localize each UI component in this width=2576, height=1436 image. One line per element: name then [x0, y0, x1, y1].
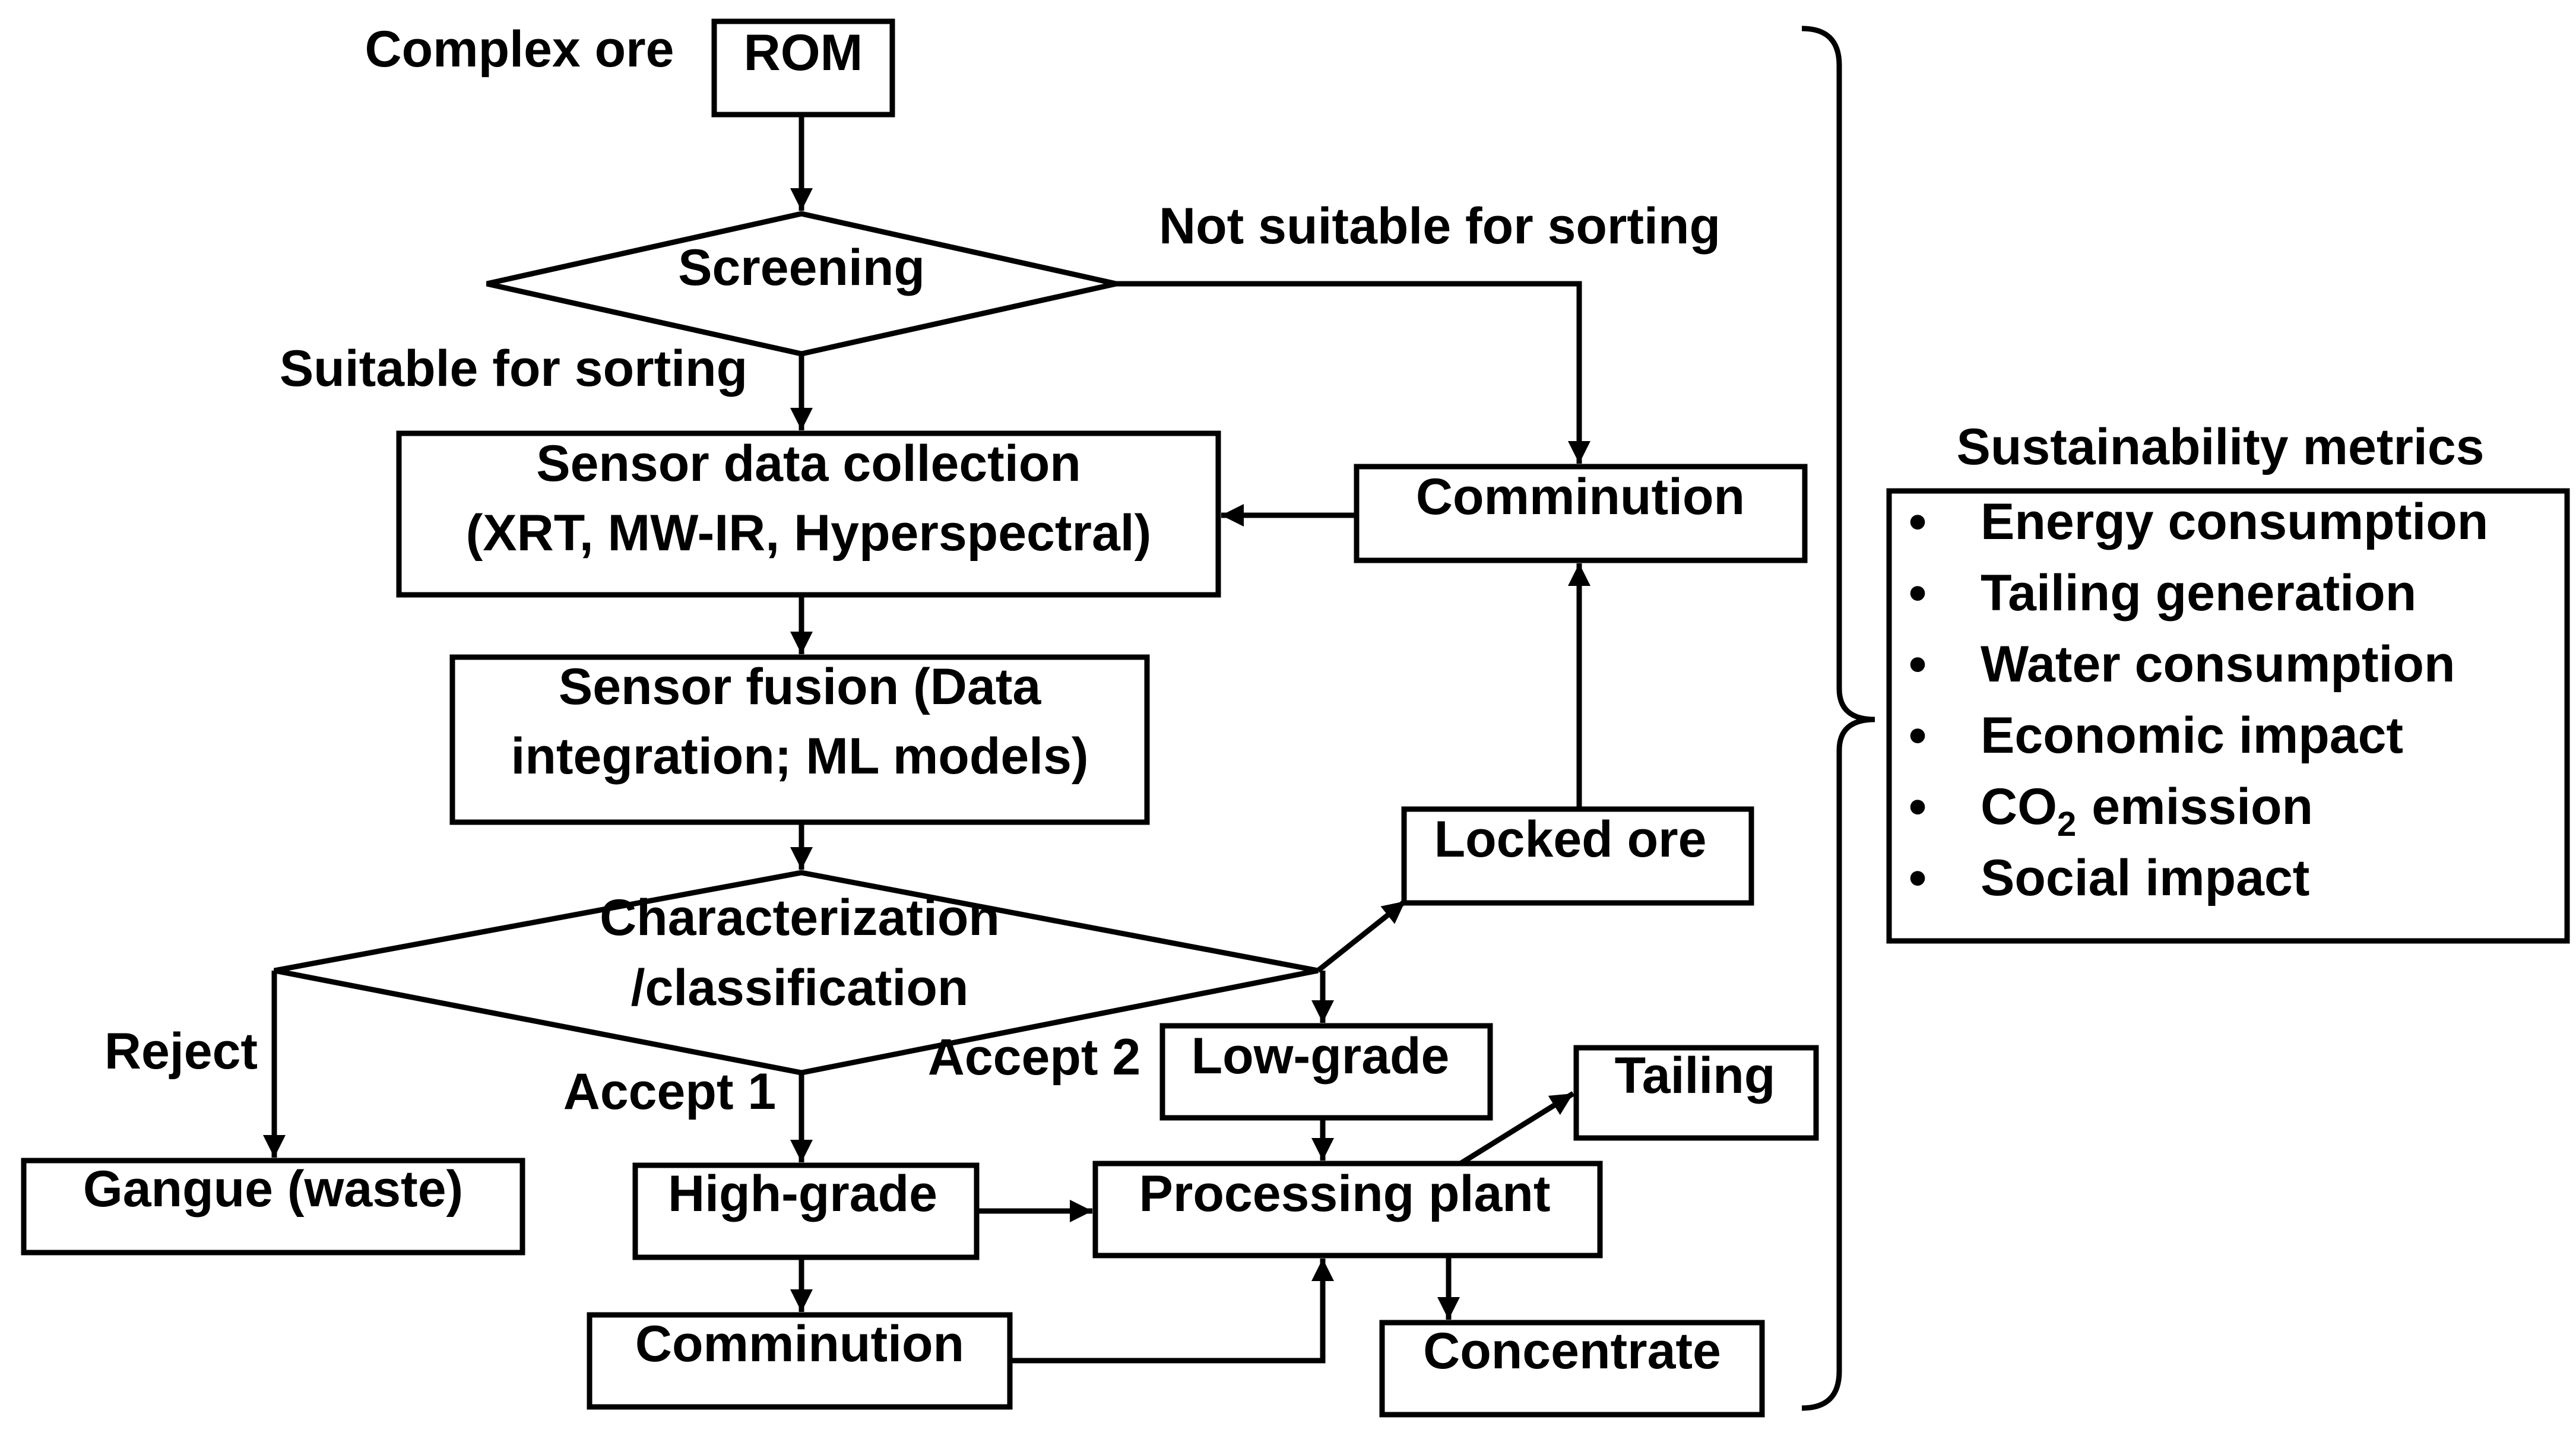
- comminution-bottom-box: [587, 1312, 1013, 1410]
- concentrate-label: Concentrate: [1423, 1323, 1721, 1380]
- connectors: [263, 115, 1590, 1364]
- sensor-fusion-label-1: Sensor fusion (Data: [559, 658, 1042, 715]
- accept1-label: Accept 1: [563, 1063, 777, 1120]
- arrow-characterization-to-locked-ore: [1316, 899, 1407, 973]
- locked-ore-label: Locked ore: [1434, 811, 1707, 868]
- characterization-label-2: /classification: [631, 959, 969, 1016]
- co2-suffix: emission: [2092, 778, 2313, 835]
- metric-bullet: •: [1909, 493, 1927, 550]
- locked-ore-box: [1401, 806, 1754, 906]
- metric-bullet: •: [1909, 565, 1927, 622]
- co2-base: CO: [1981, 778, 2057, 835]
- comminution-top-label: Comminution: [1416, 468, 1745, 525]
- processing-plant-label: Processing plant: [1139, 1165, 1551, 1222]
- sensor-fusion-label-2: integration; ML models): [511, 728, 1088, 785]
- arrow-screening-to-comminution: [1116, 281, 1590, 464]
- concentrate-box: [1379, 1320, 1765, 1418]
- tailing-label: Tailing: [1615, 1047, 1776, 1104]
- not-suitable-label: Not suitable for sorting: [1159, 198, 1720, 255]
- metric-energy: Energy consumption: [1981, 493, 2488, 550]
- metric-bullet: •: [1909, 636, 1927, 693]
- co2-subscript: 2: [2057, 805, 2076, 844]
- metric-economic: Economic impact: [1981, 707, 2403, 764]
- comminution-top-box: [1354, 464, 1808, 563]
- sensor-collection-box: [396, 430, 1221, 598]
- right-brace: [1801, 26, 1875, 1411]
- low-grade-label: Low-grade: [1192, 1028, 1450, 1085]
- rom-label: ROM: [744, 24, 863, 81]
- metric-tailing: Tailing generation: [1981, 565, 2416, 622]
- metric-social: Social impact: [1981, 849, 2309, 906]
- reject-label: Reject: [104, 1023, 258, 1080]
- metric-bullet: •: [1909, 849, 1927, 906]
- characterization-label-1: Characterization: [600, 889, 1000, 946]
- accept2-label: Accept 2: [928, 1029, 1141, 1086]
- comminution-bottom-label: Comminution: [635, 1315, 964, 1372]
- sensor-collection-label-1: Sensor data collection: [536, 435, 1081, 492]
- metric-co2: CO2 emission: [1981, 778, 2313, 844]
- processing-plant-box: [1092, 1161, 1603, 1259]
- high-grade-label: High-grade: [668, 1165, 937, 1222]
- complex-ore-label: Complex ore: [365, 21, 674, 78]
- metric-bullet: •: [1909, 778, 1927, 835]
- metrics-box: [1886, 488, 2570, 944]
- gangue-label: Gangue (waste): [83, 1161, 463, 1218]
- sensor-fusion-box: [449, 654, 1150, 825]
- sensor-collection-label-2: (XRT, MW-IR, Hyperspectral): [466, 505, 1152, 562]
- tailing-box: [1573, 1045, 1819, 1141]
- gangue-box: [21, 1158, 525, 1256]
- suitable-label: Suitable for sorting: [280, 340, 747, 397]
- arrow-processing-to-tailing: [1459, 1091, 1575, 1166]
- low-grade-box: [1159, 1023, 1493, 1121]
- arrow-comminution-to-processing: [1010, 1259, 1334, 1364]
- metrics-title: Sustainability metrics: [1957, 419, 2485, 476]
- screening-label: Screening: [678, 239, 925, 296]
- metric-bullet: •: [1909, 707, 1927, 764]
- metric-water: Water consumption: [1981, 636, 2455, 693]
